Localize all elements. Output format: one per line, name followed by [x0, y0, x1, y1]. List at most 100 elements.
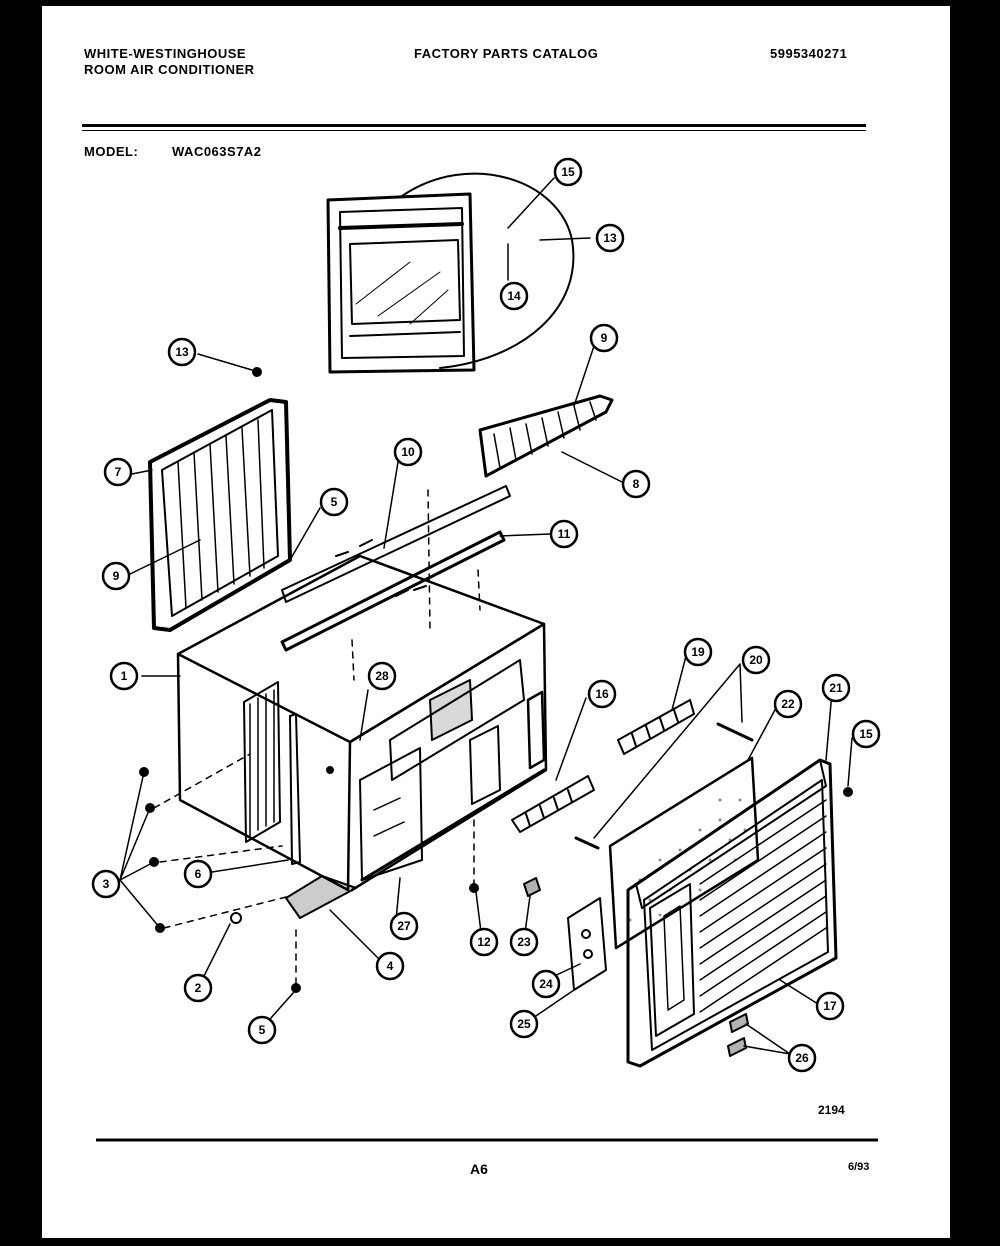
callout-10: 10 — [393, 437, 423, 467]
callout-circle — [393, 437, 423, 467]
callout-20: 20 — [741, 645, 771, 675]
callout-number: 28 — [375, 669, 389, 683]
manufacturer-name: WHITE-WESTINGHOUSE — [84, 46, 247, 61]
callout-circle — [587, 679, 617, 709]
callout-number: 13 — [603, 231, 617, 245]
callout-circle — [621, 469, 651, 499]
callout-19: 19 — [683, 637, 713, 667]
callout-circle — [509, 1009, 539, 1039]
clip-assembly — [511, 699, 754, 850]
callout-circle — [389, 911, 419, 941]
callout-26: 26 — [787, 1043, 817, 1073]
callout-circle — [375, 951, 405, 981]
callout-circle — [683, 637, 713, 667]
callout-circle — [109, 661, 139, 691]
model-label: MODEL: — [84, 144, 139, 159]
callout-13: 13 — [167, 337, 197, 367]
callout-25: 25 — [509, 1009, 539, 1039]
header-rule-bottom — [82, 130, 866, 131]
fasteners — [139, 753, 479, 993]
drawing-code: 2194 — [818, 1103, 845, 1117]
callout-circle — [851, 719, 881, 749]
header-rule-top — [82, 124, 866, 127]
callout-16: 16 — [587, 679, 617, 709]
callout-circle — [167, 337, 197, 367]
filter-grille — [148, 367, 292, 632]
catalog-title: FACTORY PARTS CATALOG — [414, 46, 599, 61]
callout-number: 14 — [507, 289, 521, 303]
callout-5: 5 — [247, 1015, 277, 1045]
callout-circle — [319, 487, 349, 517]
callout-21: 21 — [821, 673, 851, 703]
callout-circle — [815, 991, 845, 1021]
front-grille — [626, 758, 853, 1068]
callout-11: 11 — [549, 519, 579, 549]
product-name: ROOM AIR CONDITIONER — [84, 62, 255, 77]
callout-number: 1 — [121, 669, 128, 683]
callout-number: 9 — [601, 331, 608, 345]
callout-number: 15 — [859, 727, 873, 741]
callout-14: 14 — [499, 281, 529, 311]
callout-number: 25 — [517, 1017, 531, 1031]
callout-number: 26 — [795, 1051, 809, 1065]
callout-15: 15 — [553, 157, 583, 187]
callout-circle — [247, 1015, 277, 1045]
callout-circle — [103, 457, 133, 487]
callout-number: 12 — [477, 935, 491, 949]
callout-circle — [499, 281, 529, 311]
callout-6: 6 — [183, 859, 213, 889]
callout-12: 12 — [469, 927, 499, 957]
callout-number: 13 — [175, 345, 189, 359]
callout-number: 15 — [561, 165, 575, 179]
catalog-number: 5995340271 — [770, 46, 848, 61]
callout-number: 10 — [401, 445, 415, 459]
catalog-sheet — [42, 6, 950, 1238]
callout-9: 9 — [589, 323, 619, 353]
callout-number: 5 — [259, 1023, 266, 1037]
callout-circle — [595, 223, 625, 253]
callout-circle — [531, 969, 561, 999]
revision-date: 6/93 — [848, 1161, 869, 1173]
callout-number: 21 — [829, 681, 843, 695]
callout-number: 6 — [195, 867, 202, 881]
rear-flap — [478, 394, 614, 478]
page-label: A6 — [470, 1161, 488, 1177]
callout-circle — [549, 519, 579, 549]
base-pan — [285, 875, 357, 919]
callout-8: 8 — [621, 469, 651, 499]
callout-22: 22 — [773, 689, 803, 719]
callout-number: 3 — [103, 877, 110, 891]
callout-4: 4 — [375, 951, 405, 981]
model-number: WAC063S7A2 — [172, 144, 262, 159]
callout-2: 2 — [183, 973, 213, 1003]
callout-23: 23 — [509, 927, 539, 957]
callout-circle — [509, 927, 539, 957]
callout-17: 17 — [815, 991, 845, 1021]
top-bar-assembly — [280, 485, 511, 681]
front-panel-inset — [326, 172, 575, 374]
callout-1: 1 — [109, 661, 139, 691]
callout-number: 24 — [539, 977, 553, 991]
callout-number: 17 — [823, 999, 837, 1013]
callout-15: 15 — [851, 719, 881, 749]
callout-number: 20 — [749, 653, 763, 667]
leader-lines — [119, 177, 853, 1055]
callout-circle — [741, 645, 771, 675]
callout-27: 27 — [389, 911, 419, 941]
callout-circle — [183, 859, 213, 889]
callout-3: 3 — [91, 869, 121, 899]
callout-5: 5 — [319, 487, 349, 517]
callout-circle — [821, 673, 851, 703]
callout-circle — [553, 157, 583, 187]
callout-9: 9 — [101, 561, 131, 591]
callout-number: 19 — [691, 645, 705, 659]
callout-number: 9 — [113, 569, 120, 583]
callout-circle — [589, 323, 619, 353]
callout-number: 5 — [331, 495, 338, 509]
callout-number: 4 — [387, 959, 394, 973]
callout-number: 22 — [781, 697, 795, 711]
callout-28: 28 — [367, 661, 397, 691]
